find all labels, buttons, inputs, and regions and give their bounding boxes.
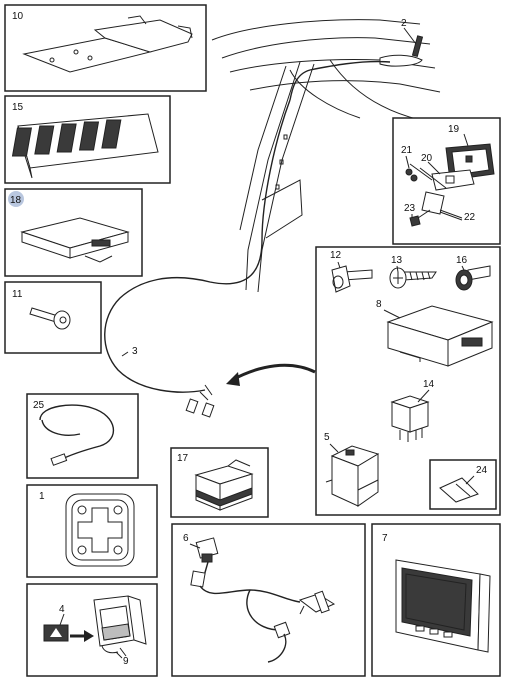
highlight-18	[8, 191, 24, 207]
foam-17	[194, 459, 254, 511]
callout-16: 16	[456, 255, 468, 266]
screw-13	[389, 267, 437, 289]
callout-15: 15	[12, 102, 24, 113]
callout-12: 12	[330, 250, 342, 261]
callout-11: 11	[12, 289, 23, 300]
callout-22: 22	[464, 212, 476, 223]
pad-24	[439, 477, 479, 503]
module-5	[325, 445, 380, 507]
switch-4-9	[43, 595, 147, 659]
callout-19: 19	[448, 124, 460, 135]
callout-7: 7	[382, 533, 388, 544]
callout-6: 6	[183, 533, 189, 544]
camera-19	[405, 143, 495, 227]
callout-10: 10	[12, 11, 24, 22]
bracket-10	[22, 15, 193, 73]
box-25	[26, 393, 139, 479]
monitor-7	[395, 559, 491, 653]
callout-2: 2	[401, 18, 407, 29]
control-pad-1	[65, 493, 135, 567]
leader-lines	[59, 27, 475, 657]
module-8	[386, 305, 494, 367]
callout-25: 25	[33, 400, 45, 411]
callout-14: 14	[423, 379, 435, 390]
relay-14	[390, 395, 430, 442]
callout-9: 9	[123, 656, 129, 667]
bolt-12	[331, 265, 373, 293]
callout-8: 8	[376, 299, 382, 310]
bolt-16	[455, 265, 491, 291]
cable-3	[104, 99, 291, 393]
callout-3: 3	[132, 346, 138, 357]
callout-18: 18	[10, 195, 22, 206]
control-module-18	[20, 217, 130, 263]
cable-25	[39, 404, 115, 466]
callout-1: 1	[39, 491, 45, 502]
callout-20: 20	[421, 153, 433, 164]
callout-23: 23	[404, 203, 416, 214]
vehicle-interior-drawing	[211, 19, 441, 293]
callout-17: 17	[177, 453, 189, 464]
bolt-11	[29, 307, 71, 330]
callout-5: 5	[324, 432, 330, 443]
harness-6	[190, 537, 336, 663]
switch-panel-15	[11, 113, 159, 179]
callout-21: 21	[401, 145, 413, 156]
callout-4: 4	[59, 604, 65, 615]
callout-13: 13	[391, 255, 403, 266]
callout-24: 24	[476, 465, 488, 476]
